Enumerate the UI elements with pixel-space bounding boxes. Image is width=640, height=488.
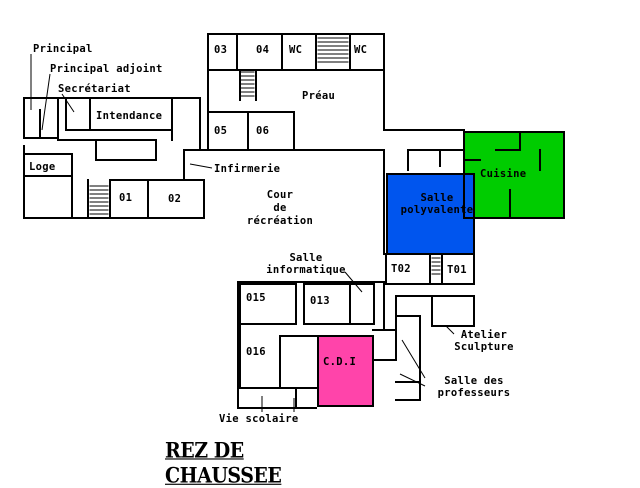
vie-scolaire-label: Vie scolaire (219, 413, 299, 425)
atelier-line-2: Sculpture (454, 341, 514, 353)
wc-1-label: WC (289, 44, 303, 56)
room-016-label: 016 (246, 346, 266, 358)
salle-professeurs-label: Salle des professeurs (420, 375, 528, 399)
salle-prof-line-2: professeurs (437, 387, 511, 399)
salle-informatique-label: Salle informatique (256, 252, 356, 276)
plan-title: REZ DE CHAUSSEE (165, 437, 282, 488)
atelier-line-1: Atelier (460, 329, 508, 341)
walls (23, 33, 565, 409)
loge-label: Loge (29, 161, 56, 173)
cdi-label: C.D.I (323, 356, 357, 368)
room-01-label: 01 (119, 192, 133, 204)
cuisine-label: Cuisine (480, 168, 527, 180)
infirmerie-label: Infirmerie (214, 163, 281, 175)
salle-polyvalente-area (387, 174, 474, 254)
salle-info-line-2: informatique (266, 264, 346, 276)
polyvalente-line-2: polyvalente (400, 204, 474, 216)
room-03-label: 03 (214, 44, 228, 56)
callout-lines (30, 54, 455, 412)
room-02-label: 02 (168, 193, 182, 205)
cour-line-2: de (273, 202, 287, 214)
room-013-label: 013 (310, 295, 330, 307)
room-06-label: 06 (256, 125, 270, 137)
wc-2-label: WC (354, 44, 368, 56)
salle-info-line-1: Salle (289, 252, 323, 264)
atelier-sculpture-label: Atelier Sculpture (444, 329, 524, 353)
room-04-label: 04 (256, 44, 270, 56)
principal-adjoint-label: Principal adjoint (50, 63, 163, 75)
room-t02-label: T02 (391, 263, 411, 275)
cuisine-area (464, 132, 564, 218)
secretariat-label: Secrétariat (58, 83, 131, 95)
preau-label: Préau (302, 90, 336, 102)
cour-label: Cour de récréation (230, 189, 330, 227)
cour-line-3: récréation (246, 215, 314, 227)
room-015-label: 015 (246, 292, 266, 304)
intendance-label: Intendance (96, 110, 163, 122)
polyvalente-line-1: Salle (420, 192, 454, 204)
room-05-label: 05 (214, 125, 228, 137)
cour-line-1: Cour (266, 189, 294, 201)
salle-polyvalente-label: Salle polyvalente (383, 192, 491, 216)
principal-label: Principal (33, 43, 93, 55)
salle-prof-line-1: Salle des (444, 375, 504, 387)
cdi-area (318, 336, 373, 406)
room-t01-label: T01 (447, 264, 467, 276)
